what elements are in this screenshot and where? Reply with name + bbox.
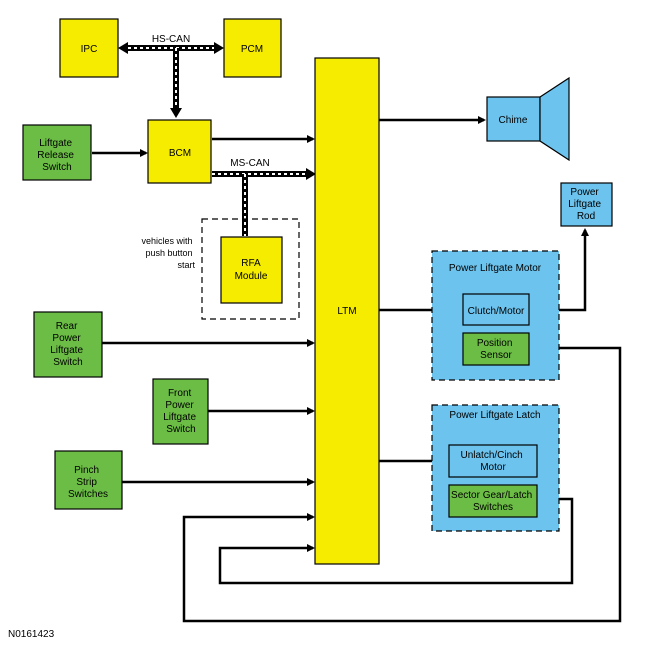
chime: Chime xyxy=(486,76,570,162)
pinch-strip-switches: Pinch Strip Switches xyxy=(54,450,123,510)
hs-can-label: HS-CAN xyxy=(152,34,190,45)
figure-id: N0161423 xyxy=(8,629,55,640)
svg-text:Clutch/Motor: Clutch/Motor xyxy=(468,306,525,317)
svg-text:Sector Gear/Latch Swit: Sector Gear/Latch Switches xyxy=(451,490,535,513)
svg-text:Unlatch/Cinch Motor: Unlatch/Cinch Motor xyxy=(460,450,525,473)
power-liftgate-rod: Power Liftgate Rod xyxy=(560,182,613,227)
pcm-module: PCM xyxy=(223,18,282,78)
unlatch-cinch-motor: Unlatch/Cinch Motor xyxy=(448,444,538,478)
svg-text:Front Power Liftga: Front Power Liftgate Switch xyxy=(163,388,199,435)
speaker-horn-icon xyxy=(539,76,570,162)
rfa-optional-group xyxy=(201,218,300,320)
wire-sector-gear-return xyxy=(218,497,574,585)
ms-can-label: MS-CAN xyxy=(230,158,269,169)
ltm-label: LTM xyxy=(337,306,356,317)
bcm-label: BCM xyxy=(169,148,191,159)
rfa-label-line1: RFA xyxy=(241,258,261,269)
power-liftgate-latch-group: Power Liftgate Latch Unlatch/Cinch Motor… xyxy=(431,404,560,532)
clutch-motor: Clutch/Motor xyxy=(462,293,530,326)
svg-text:Rear Power Liftgat: Rear Power Liftgate Switch xyxy=(50,321,86,368)
svg-text:Liftgate Release S: Liftgate Release Switch xyxy=(37,138,76,173)
liftgate-release-switch: Liftgate Release Switch xyxy=(22,124,92,181)
front-power-liftgate-switch: Front Power Liftgate Switch xyxy=(152,378,209,445)
hs-can-bus xyxy=(118,42,224,118)
rfa-label-line2: Module xyxy=(235,271,268,282)
ms-can-bus xyxy=(212,168,316,236)
power-liftgate-motor-group: Power Liftgate Motor Clutch/Motor Positi… xyxy=(431,250,560,381)
ipc-module: IPC xyxy=(59,18,119,78)
svg-text:Power Liftgate Rod: Power Liftgate Rod xyxy=(568,187,604,222)
chime-label: Chime xyxy=(499,115,528,126)
bcm-module: BCM xyxy=(147,119,212,184)
pcm-label: PCM xyxy=(241,44,263,55)
svg-text:Pinch Strip Switch: Pinch Strip Switches xyxy=(68,465,108,500)
power-liftgate-motor-title: Power Liftgate Motor xyxy=(449,263,542,274)
ltm-module: LTM xyxy=(314,57,380,565)
position-sensor: Position Sensor xyxy=(462,332,530,366)
wire-position-sensor-return xyxy=(182,346,622,623)
svg-text:Position Sensor: Position Sensor xyxy=(477,338,515,361)
rfa-module: RFA Module xyxy=(220,236,283,304)
ipc-label: IPC xyxy=(81,44,98,55)
sector-gear-latch-switches: Sector Gear/Latch Switches xyxy=(448,484,538,518)
power-liftgate-latch-title: Power Liftgate Latch xyxy=(449,410,540,421)
rear-power-liftgate-switch: Rear Power Liftgate Switch xyxy=(33,311,103,378)
rfa-note: vehicles with push button start xyxy=(141,236,195,270)
